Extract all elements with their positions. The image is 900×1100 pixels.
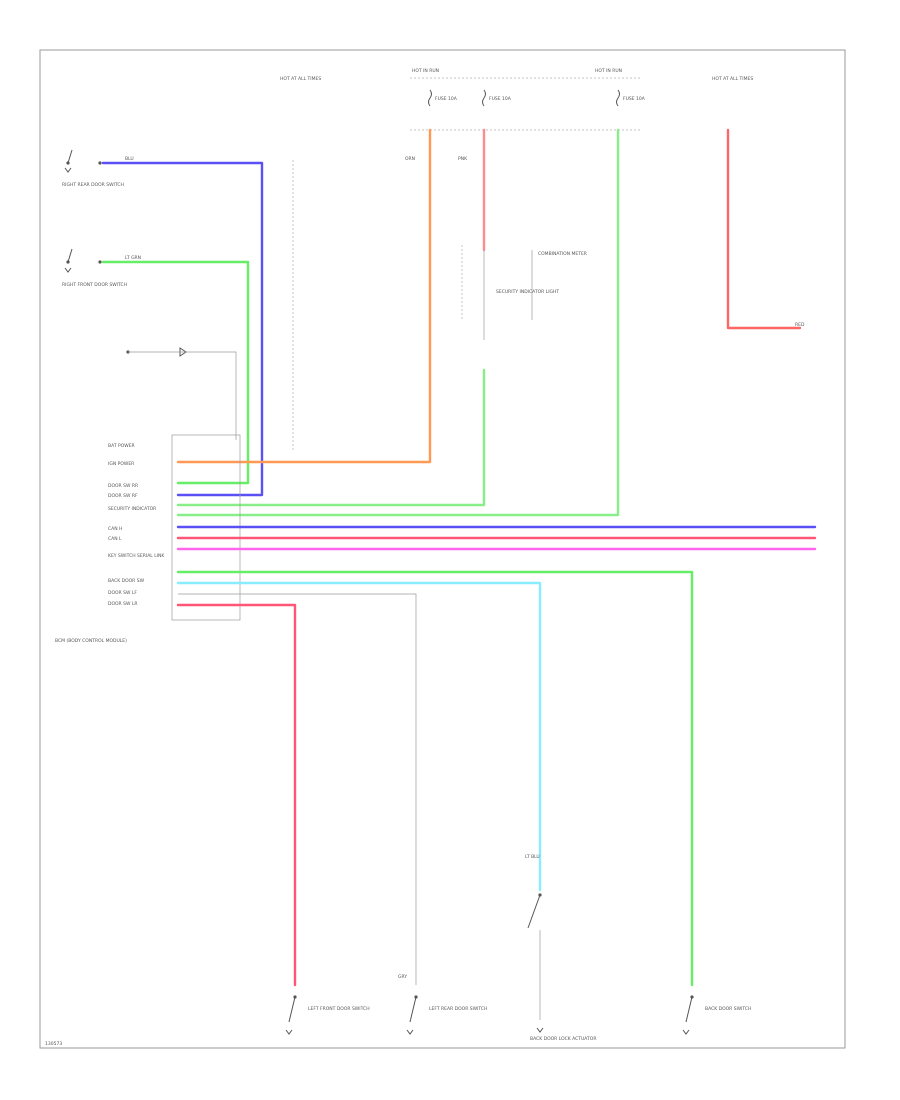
pin-label-5: CAN H: [108, 526, 122, 532]
pin-label-3: DOOR SW RF: [108, 493, 138, 499]
security-light-label: SECURITY INDICATOR LIGHT: [496, 289, 559, 295]
pin-label-4: SECURITY INDICATOR: [108, 506, 156, 512]
switch-label-left-rear: LEFT REAR DOOR SWITCH: [429, 1006, 487, 1012]
fuse-icon: FUSE 10A: [428, 89, 458, 107]
pin-label-2: DOOR SW RR: [108, 483, 138, 489]
lock-actuator-label: BACK DOOR LOCK ACTUATOR: [530, 1036, 596, 1042]
wire-label-cyan: LT BLU: [525, 854, 540, 860]
wire-green-ign: [176, 128, 620, 517]
pin-label-6: CAN L: [108, 536, 122, 542]
hot-label-1: HOT AT ALL TIMES: [280, 76, 321, 82]
switch-label-left-front: LEFT FRONT DOOR SWITCH: [308, 1006, 370, 1012]
switch-icon: [406, 995, 418, 1035]
switch-label-rear: RIGHT REAR DOOR SWITCH: [62, 182, 124, 188]
wire-label-blue: BLU: [125, 156, 134, 162]
fuse-label-2: FUSE 10A: [489, 96, 512, 102]
fuse-icon: FUSE 10A: [482, 89, 512, 107]
switch-icon: [64, 149, 102, 173]
switch-label-front: RIGHT FRONT DOOR SWITCH: [62, 282, 127, 288]
wire-label-gray: GRY: [398, 974, 407, 980]
hot-label-4: HOT AT ALL TIMES: [712, 76, 753, 82]
wire-gray-lr: [178, 593, 417, 985]
wire-label-red: RED: [795, 322, 805, 328]
pin-label-8: BACK DOOR SW: [108, 578, 145, 584]
wire-blue-rear-door: [101, 161, 264, 497]
switch-icon: [64, 248, 102, 273]
switch-icon: [682, 995, 694, 1035]
fuse-label-3: FUSE 10A: [623, 96, 646, 102]
wire-orange-bat: [176, 128, 432, 464]
combination-meter-label: COMBINATION METER: [538, 251, 587, 257]
switch-icon: [285, 995, 297, 1035]
switch-label-back-door: BACK DOOR SWITCH: [705, 1006, 751, 1012]
wire-key-switch: [128, 351, 237, 440]
wire-cyan-lock: [176, 581, 542, 892]
wire-label-pink: PNK: [458, 156, 468, 162]
wire-label-orange: ORN: [405, 156, 415, 162]
pin-label-1: IGN POWER: [108, 461, 134, 467]
footer-code: 130573: [45, 1041, 62, 1047]
wire-label-green: LT GRN: [125, 255, 141, 261]
module-label: BCM (BODY CONTROL MODULE): [55, 638, 127, 644]
wire-green-front-door: [101, 260, 250, 485]
pin-label-0: BAT POWER: [108, 443, 135, 449]
fuse-icon: FUSE 10A: [616, 89, 646, 107]
hot-label-3: HOT IN RUN: [595, 68, 622, 74]
pin-label-10: DOOR SW LR: [108, 601, 137, 607]
fuse-label-1: FUSE 10A: [435, 96, 458, 102]
wire-hotpink-lf: [176, 603, 297, 987]
wire-green-back-door: [176, 570, 694, 987]
switch-icon: [527, 893, 544, 1033]
wire-green-security: [176, 368, 486, 507]
hot-label-2: HOT IN RUN: [412, 68, 439, 74]
diagram-frame: [39, 49, 846, 1049]
wire-red-top-right: [726, 128, 802, 330]
pin-label-7: KEY SWITCH SERIAL LINK: [108, 553, 165, 559]
pin-label-9: DOOR SW LF: [108, 590, 137, 596]
